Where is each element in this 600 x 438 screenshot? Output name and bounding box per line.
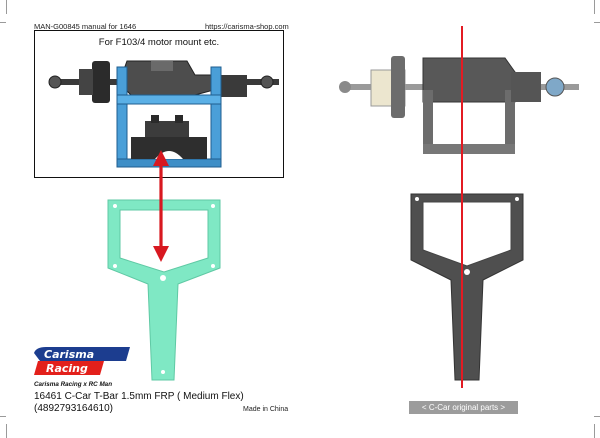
- crop-mark: [0, 416, 6, 417]
- product-code: (4892793164610): [34, 403, 113, 414]
- original-chassis-illustration: [339, 56, 579, 154]
- carisma-racing-logo: Carisma Racing: [34, 347, 130, 375]
- website-url: https://carisma-shop.com: [205, 22, 289, 31]
- alignment-guide-line: [461, 26, 463, 388]
- crop-mark: [0, 22, 6, 23]
- manual-title: MAN-G00845 manual for 1646: [34, 22, 137, 31]
- fit-arrow: [153, 150, 169, 262]
- crop-mark: [594, 0, 595, 14]
- logo-brand-line1: Carisma: [44, 348, 94, 361]
- original-parts-label: < C-Car original parts >: [409, 401, 518, 414]
- made-in-label: Made in China: [243, 406, 289, 413]
- motor-mount-inset: For F103/4 motor mount etc.: [34, 30, 284, 178]
- inset-caption: For F103/4 motor mount etc.: [98, 37, 220, 48]
- tbar-original: [410, 193, 524, 381]
- product-name: 16461 C-Car T-Bar 1.5mm FRP ( Medium Fle…: [34, 391, 244, 402]
- crop-mark: [594, 22, 600, 23]
- logo-brand-line2: Racing: [46, 362, 88, 375]
- motor-mount-illustration: [48, 60, 279, 168]
- logo-tagline: Carisma Racing x RC Man: [34, 381, 113, 388]
- crop-mark: [6, 424, 7, 438]
- crop-mark: [594, 416, 600, 417]
- tbar-new-frp: [107, 199, 221, 381]
- crop-mark: [6, 0, 7, 14]
- crop-mark: [594, 424, 595, 438]
